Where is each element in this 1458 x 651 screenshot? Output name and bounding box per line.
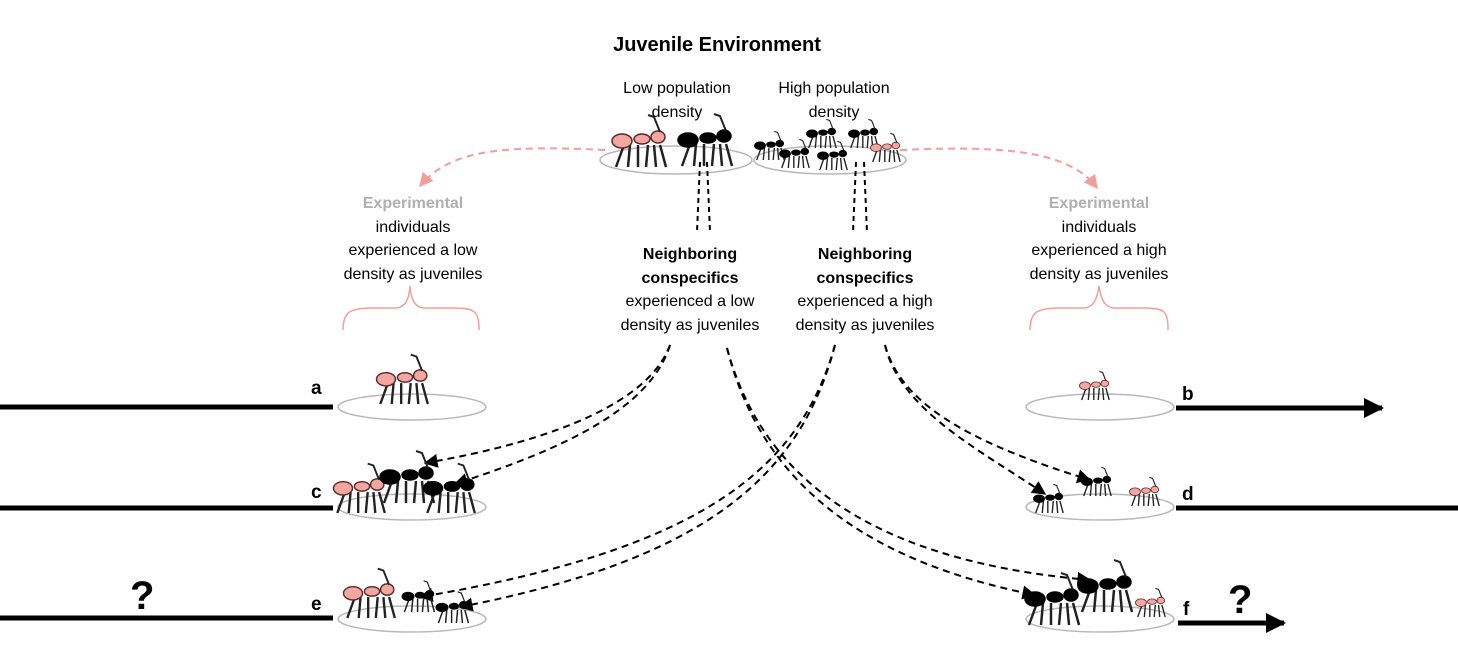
- high-density-line1: High population: [778, 80, 890, 97]
- arrow-low-to-f-2: [726, 347, 1037, 600]
- arrow-low-to-c-1: [423, 344, 671, 468]
- neighbor-high-heading1: Neighboring: [817, 246, 913, 263]
- experimental-high-line2: experienced a high: [1031, 242, 1167, 259]
- low-density-line1: Low population: [623, 80, 731, 97]
- arrow-high-to-d-2: [884, 344, 1047, 495]
- ant-exp-high-juvenile: [870, 132, 901, 163]
- low-density-label: Low population density: [587, 77, 767, 124]
- experimental-high-line1: individuals: [1061, 218, 1137, 236]
- ant-exp-e: [342, 567, 396, 619]
- neighbor-low-text: Neighboring conspecifics experienced a l…: [590, 243, 790, 337]
- arrow-high-to-d-1: [884, 344, 1092, 483]
- ant-con-low-juvenile: [677, 113, 734, 167]
- brace-experimental-high: [1029, 285, 1169, 331]
- panel-label-d: d: [1182, 484, 1194, 505]
- ant-exp-f: [1135, 587, 1166, 618]
- neighbor-high-text: Neighboring conspecifics experienced a h…: [765, 243, 965, 337]
- ant-exp-low-juvenile: [611, 114, 668, 168]
- neighbor-arrows: [418, 344, 1092, 612]
- ant-con-f-2: [1077, 559, 1134, 613]
- neighbor-high-line2: density as juveniles: [795, 316, 935, 334]
- experimental-low-line3: density as juveniles: [343, 265, 483, 283]
- ants-layer: [332, 113, 1166, 626]
- ant-con-high-4: [779, 138, 810, 169]
- ant-exp-a: [375, 353, 429, 405]
- panel-label-e: e: [311, 594, 322, 615]
- ant-exp-d: [1129, 476, 1160, 507]
- panel-label-a: a: [311, 378, 322, 399]
- dish-b: [1025, 393, 1175, 421]
- experimental-high-line3: density as juveniles: [1029, 265, 1169, 283]
- connector-high: [852, 161, 868, 233]
- ant-con-c-2: [422, 462, 476, 514]
- arrow-low-to-c-2: [453, 344, 671, 487]
- neighbor-low-heading1: Neighboring: [642, 246, 738, 263]
- experimental-low-line1: individuals: [375, 218, 451, 236]
- experimental-high-heading: Experimental: [1048, 195, 1150, 212]
- neighbor-high-heading2: conspecifics: [816, 269, 914, 287]
- question-mark-f: ?: [1228, 578, 1253, 622]
- ant-con-high-5: [817, 140, 848, 171]
- ant-con-d-2: [1081, 466, 1112, 497]
- ant-con-e-2: [435, 591, 470, 624]
- panel-label-c: c: [311, 482, 322, 503]
- experimental-low-line2: experienced a low: [348, 242, 478, 259]
- neighbor-low-line1: experienced a low: [625, 293, 755, 310]
- arrow-to-experimental-low: [419, 147, 606, 188]
- neighbor-high-line1: experienced a high: [797, 293, 933, 310]
- dish-a: [337, 393, 487, 421]
- arrow-high-to-e-1: [418, 344, 836, 602]
- dish-high-density: [753, 145, 907, 175]
- high-density-label: High population density: [744, 77, 924, 124]
- ant-exp-b: [1079, 370, 1110, 401]
- neighbor-low-line2: density as juveniles: [620, 316, 760, 334]
- arrow-high-to-e-2: [458, 344, 836, 612]
- low-density-line2: density: [651, 103, 703, 121]
- dish-f: [1025, 605, 1175, 633]
- ant-con-d-1: [1033, 483, 1064, 514]
- high-density-line2: density: [808, 103, 860, 121]
- panel-label-b: b: [1182, 384, 1194, 405]
- ant-exp-c: [332, 462, 386, 514]
- ant-con-high-2: [806, 118, 837, 149]
- brace-experimental-low: [342, 285, 480, 331]
- neighbor-low-heading2: conspecifics: [641, 269, 739, 287]
- ant-con-f-1: [1024, 572, 1081, 626]
- connector-low: [696, 161, 711, 233]
- arrow-low-to-f-1: [726, 347, 1092, 586]
- panel-label-f: f: [1183, 599, 1190, 620]
- experimental-high-text: Experimental individuals experienced a h…: [999, 192, 1199, 286]
- diagram-title: Juvenile Environment: [613, 34, 821, 56]
- experimental-low-text: Experimental individuals experienced a l…: [313, 192, 513, 286]
- experimental-low-heading: Experimental: [362, 195, 464, 212]
- arrow-to-experimental-high: [899, 147, 1098, 190]
- ant-con-e-1: [401, 580, 436, 613]
- timelines: [0, 398, 1458, 633]
- ant-con-high-1: [754, 130, 785, 161]
- question-mark-e: ?: [130, 574, 155, 618]
